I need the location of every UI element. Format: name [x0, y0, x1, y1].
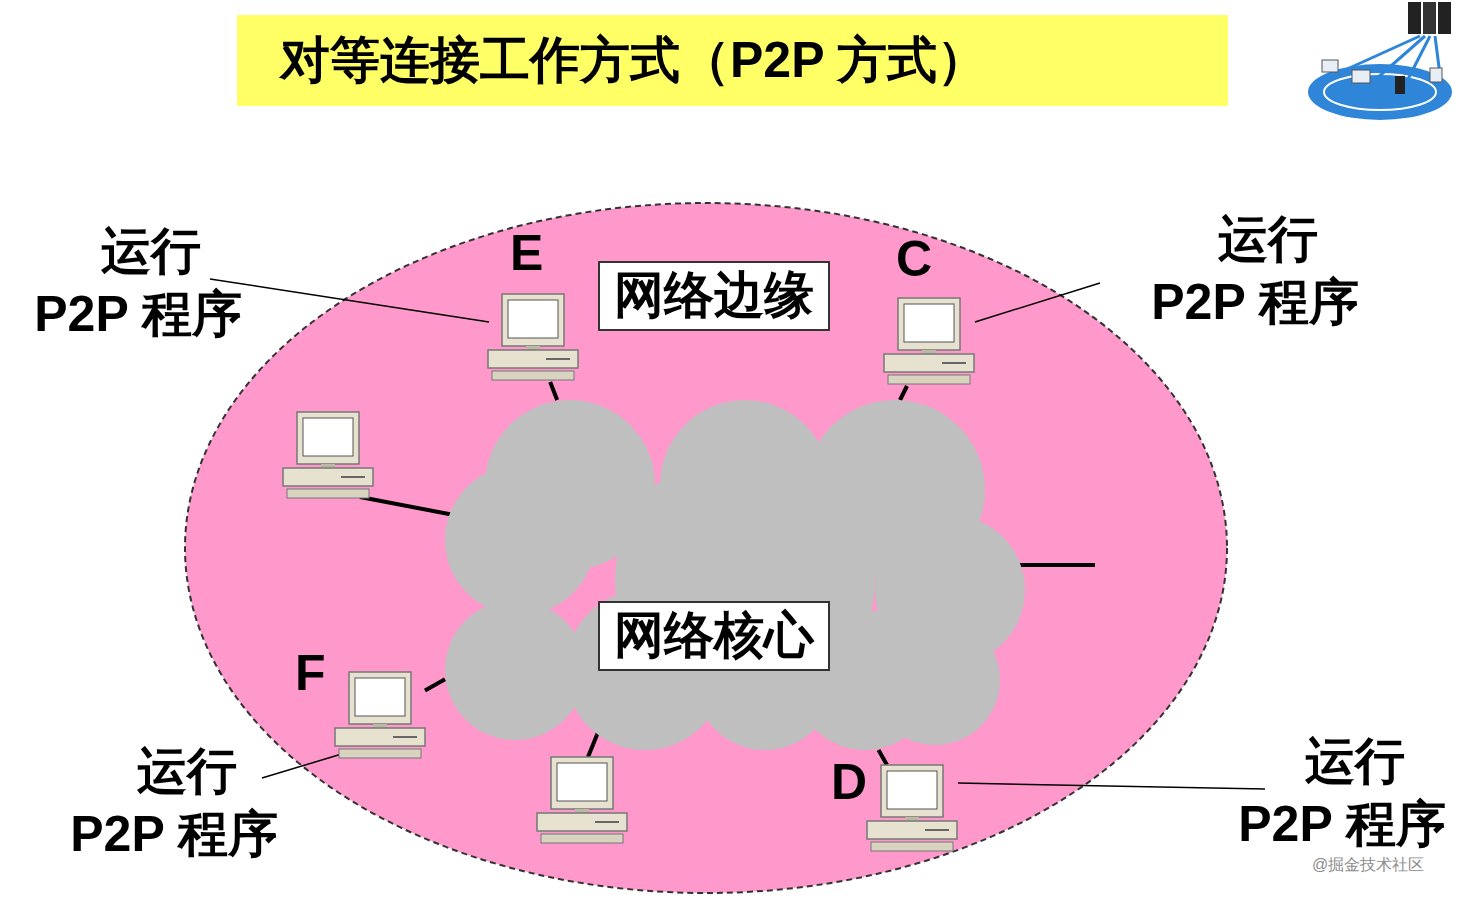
icon-device	[1352, 70, 1370, 83]
icon-server	[1423, 2, 1436, 34]
drive-slot	[341, 476, 365, 478]
leader-line	[262, 753, 345, 778]
network-core-cloud: 网络核心	[445, 400, 1025, 750]
screen	[508, 300, 558, 338]
computer-svg	[884, 298, 974, 386]
case	[867, 821, 957, 839]
host-letter: E	[510, 228, 543, 278]
case	[884, 354, 974, 372]
computer-svg	[488, 294, 578, 382]
case	[488, 350, 578, 368]
callout-label: 运行 P2P 程序	[1232, 730, 1452, 855]
computer-icon	[884, 298, 974, 384]
title-band: 对等连接工作方式（P2P 方式）	[237, 15, 1228, 106]
watermark: @掘金技术社区	[1312, 857, 1424, 873]
monitor	[297, 412, 359, 464]
leader-line	[210, 279, 489, 322]
callout-label: 运行 P2P 程序	[64, 740, 284, 865]
callout-label: 运行 P2P 程序	[1145, 208, 1365, 333]
cloud-shape	[445, 400, 1025, 750]
computer-icon	[335, 672, 425, 758]
host-letter: C	[896, 234, 932, 284]
icon-server	[1408, 2, 1421, 34]
icon-link	[1345, 36, 1440, 85]
case	[335, 728, 425, 746]
computer-svg	[335, 672, 425, 760]
leader-line	[958, 783, 1265, 789]
computer-icon	[283, 412, 373, 498]
network-icon	[1308, 2, 1452, 120]
monitor	[551, 757, 613, 809]
keyboard	[541, 834, 623, 843]
icon-device	[1395, 76, 1405, 94]
keyboard	[871, 842, 953, 851]
case	[537, 813, 627, 831]
monitor	[502, 294, 564, 346]
connector	[900, 386, 907, 400]
connector	[425, 679, 445, 690]
computer-icon	[537, 757, 627, 843]
region-label: 网络核心	[598, 601, 830, 671]
computer-svg	[867, 765, 957, 853]
icon-device	[1430, 68, 1442, 82]
region-label-box: 网络边缘	[598, 261, 830, 331]
cloud-lobe	[660, 400, 830, 570]
icon-ring	[1324, 74, 1436, 110]
screen	[904, 304, 954, 342]
region-label: 网络边缘	[614, 267, 814, 325]
leader-line	[975, 283, 1100, 322]
monitor	[881, 765, 943, 817]
screen	[557, 763, 607, 801]
host-letter: D	[831, 757, 867, 807]
keyboard	[339, 749, 421, 758]
drive-slot	[942, 362, 966, 364]
host-computer: E	[488, 294, 578, 382]
drive-slot	[393, 736, 417, 738]
computer-icon	[867, 765, 957, 851]
monitor	[349, 672, 411, 724]
title: 对等连接工作方式（P2P 方式）	[237, 15, 1228, 106]
network-edge-region	[185, 203, 1227, 893]
screen	[355, 678, 405, 716]
monitor	[898, 298, 960, 350]
host-computer: F	[335, 672, 425, 760]
screen	[887, 771, 937, 809]
keyboard	[287, 489, 369, 498]
drive-slot	[595, 821, 619, 823]
icon-device	[1322, 60, 1338, 72]
cloud-lobe	[445, 465, 595, 615]
host-letter: F	[295, 648, 326, 698]
connector	[879, 750, 888, 765]
screen	[303, 418, 353, 456]
icon-server	[1438, 2, 1451, 34]
keyboard	[492, 371, 574, 380]
drive-slot	[546, 358, 570, 360]
keyboard	[888, 375, 970, 384]
host-computer: D	[867, 765, 957, 853]
cloud-lobe	[445, 600, 585, 740]
case	[283, 468, 373, 486]
computer-icon	[488, 294, 578, 380]
drive-slot	[925, 829, 949, 831]
callout-label: 运行 P2P 程序	[28, 220, 248, 345]
connector	[550, 382, 557, 400]
host-computer: C	[884, 298, 974, 386]
